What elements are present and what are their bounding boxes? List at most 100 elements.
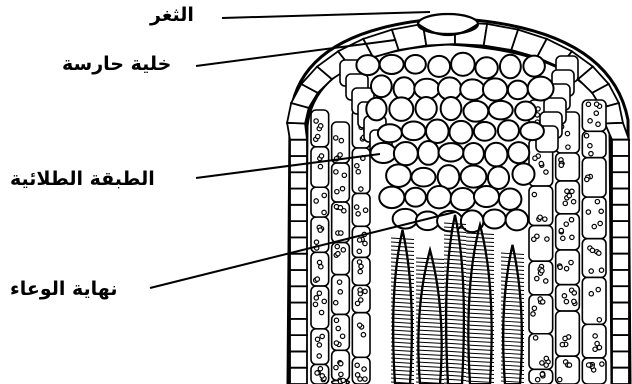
epithem-cell: [489, 101, 513, 120]
epithem-cell: [515, 102, 536, 121]
chloroplast: [313, 302, 317, 306]
epidermis-cell: [612, 140, 629, 156]
chloroplast: [314, 296, 318, 300]
chloroplast: [532, 306, 536, 310]
chloroplast: [565, 131, 569, 135]
label-vessel-end: نهاية الوعاء: [10, 280, 117, 299]
chloroplast: [596, 287, 600, 291]
epithem-cell: [427, 186, 451, 208]
chloroplast: [586, 363, 590, 367]
chloroplast: [342, 173, 346, 177]
chloroplast: [560, 342, 564, 346]
epithem-cell: [500, 55, 521, 78]
chloroplast: [540, 361, 544, 365]
chloroplast: [314, 199, 318, 203]
chloroplast: [339, 372, 343, 376]
chloroplast: [359, 264, 363, 268]
chloroplast: [339, 138, 343, 142]
chloroplast: [334, 341, 338, 345]
chloroplast: [357, 260, 361, 264]
label-guard-cell: خلية حارسة: [62, 55, 171, 74]
chloroplast: [356, 170, 360, 174]
chloroplast: [564, 299, 568, 303]
chloroplast: [318, 228, 322, 232]
chloroplast: [586, 210, 590, 214]
epidermis-cell: [290, 368, 307, 384]
mesophyll-cell: [582, 197, 606, 239]
mesophyll-cell: [556, 311, 580, 356]
epidermis-cell: [612, 254, 629, 270]
chloroplast: [540, 269, 544, 273]
epithem-cell: [483, 78, 507, 100]
chloroplast: [571, 199, 575, 203]
epithem-cell: [405, 188, 426, 207]
chloroplast: [319, 264, 323, 268]
chloroplast: [320, 334, 324, 338]
chloroplast: [338, 290, 342, 294]
epidermis-cell: [290, 221, 307, 237]
chloroplast: [363, 377, 367, 381]
epithem-cell: [463, 101, 488, 122]
chloroplast: [561, 236, 565, 240]
chloroplast: [599, 209, 603, 213]
epidermis-cell: [290, 189, 307, 205]
chloroplast: [532, 192, 536, 196]
chloroplast: [570, 235, 574, 239]
epidermis-cell: [287, 123, 307, 140]
label-stoma: الثغر: [150, 6, 194, 25]
epidermis-cell: [290, 335, 307, 351]
chloroplast: [559, 163, 563, 167]
chloroplast: [597, 251, 601, 255]
chloroplast: [322, 210, 326, 214]
chloroplast: [334, 365, 338, 369]
chloroplast: [363, 289, 367, 293]
epithem-cell: [512, 163, 534, 184]
chloroplast: [361, 333, 365, 337]
chloroplast: [359, 187, 363, 191]
chloroplast: [562, 294, 566, 298]
epithem-cell: [506, 210, 528, 231]
chloroplast: [596, 122, 600, 126]
chloroplast: [588, 119, 592, 123]
chloroplast: [336, 251, 340, 255]
epidermis-cell: [612, 189, 629, 205]
chloroplast: [334, 136, 338, 140]
epidermis-cell: [290, 205, 307, 221]
mesophyll-cell: [582, 324, 606, 358]
chloroplast: [570, 189, 574, 193]
chloroplast: [572, 299, 576, 303]
chloroplast: [533, 336, 537, 340]
epidermis-cell: [612, 286, 629, 302]
chloroplast: [564, 266, 568, 270]
epithem-cell: [523, 56, 544, 77]
epithem-cell: [439, 143, 464, 161]
epidermis-cell: [290, 303, 307, 319]
epithem-cells: [356, 53, 553, 232]
chloroplast: [362, 367, 366, 371]
chloroplast: [567, 363, 571, 367]
chloroplast: [316, 134, 320, 138]
chloroplast: [335, 244, 339, 248]
chloroplast: [358, 269, 362, 273]
epidermis-cell: [612, 156, 629, 172]
mesophyll-cell: [582, 277, 606, 324]
chloroplast: [322, 193, 326, 197]
epithem-cell: [475, 57, 497, 78]
chloroplast: [338, 206, 342, 210]
chloroplast: [315, 337, 319, 341]
epithem-cell: [485, 143, 508, 167]
chloroplast: [339, 231, 343, 235]
chloroplast: [363, 241, 367, 245]
epithem-cell: [499, 188, 522, 209]
chloroplast: [597, 318, 601, 322]
leader-stoma: [222, 12, 430, 18]
chloroplast: [341, 248, 345, 252]
chloroplast: [531, 312, 535, 316]
epidermis-cell: [612, 237, 629, 253]
chloroplast: [558, 265, 562, 269]
epithem-cell: [394, 77, 415, 100]
chloroplast: [315, 277, 319, 281]
chloroplast: [564, 222, 568, 226]
chloroplast: [540, 372, 544, 376]
chloroplast: [358, 288, 362, 292]
